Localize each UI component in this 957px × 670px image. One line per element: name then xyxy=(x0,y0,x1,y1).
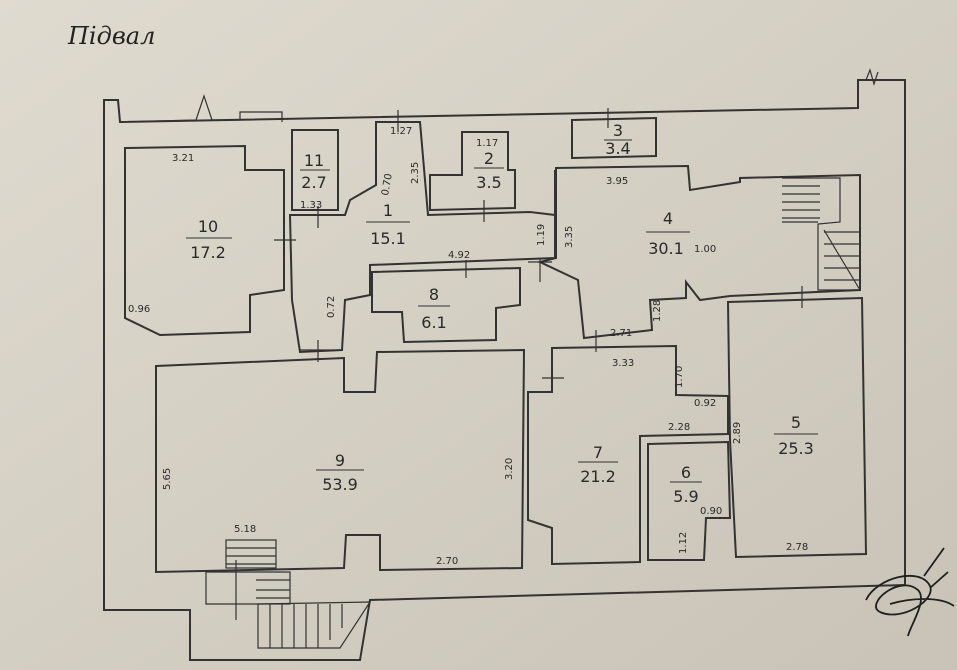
dim-1-12: 1.12 xyxy=(678,532,689,554)
dim-1-00: 1.00 xyxy=(694,244,716,255)
dim-0-72: 0.72 xyxy=(326,296,337,318)
door-marks xyxy=(274,108,803,388)
room-3-area: 3.4 xyxy=(605,139,630,158)
room-5-number: 5 xyxy=(791,413,801,432)
room-1-number: 1 xyxy=(383,201,393,220)
break-mark xyxy=(865,68,879,87)
room-10-number: 10 xyxy=(198,217,218,236)
dim-5-65: 5.65 xyxy=(162,468,173,490)
room-11-area: 2.7 xyxy=(301,173,326,192)
room-1-area: 15.1 xyxy=(370,229,406,248)
dim-5-18: 5.18 xyxy=(234,524,256,535)
dim-3-20: 3.20 xyxy=(504,458,515,480)
room-8-number: 8 xyxy=(429,285,439,304)
dim-1-17: 1.17 xyxy=(476,138,498,149)
room-6-outline xyxy=(647,440,732,561)
dim-4-92: 4.92 xyxy=(448,250,470,261)
dim-3-21: 3.21 xyxy=(172,153,194,164)
dim-1-70: 1.70 xyxy=(674,366,685,388)
dim-0-90: 0.90 xyxy=(700,506,722,517)
room-5-area: 25.3 xyxy=(778,439,814,458)
dim-2-89: 2.89 xyxy=(732,422,743,444)
room-11-number: 11 xyxy=(304,151,324,170)
dim-0-96: 0.96 xyxy=(128,304,150,315)
room-9-area: 53.9 xyxy=(322,475,358,494)
room-4-number: 4 xyxy=(663,209,673,228)
signature xyxy=(865,547,955,637)
room-4-outline xyxy=(537,164,861,340)
dimension-labels: 3.21 1.33 0.96 1.27 0.70 2.35 1.17 3.95 … xyxy=(128,126,808,567)
room-8-outline xyxy=(371,266,521,344)
stairs-top-right xyxy=(782,177,861,291)
room-9-number: 9 xyxy=(335,451,345,470)
room-7-number: 7 xyxy=(593,443,603,462)
dim-2-78: 2.78 xyxy=(786,542,808,553)
dim-2-70: 2.70 xyxy=(436,556,458,567)
room-8-area: 6.1 xyxy=(421,313,446,332)
plan-title: Підвал xyxy=(67,22,155,50)
room-6-number: 6 xyxy=(681,463,691,482)
dim-1-28: 1.28 xyxy=(652,300,663,322)
room-3-number: 3 xyxy=(613,121,623,140)
stairs-bottom-entrance xyxy=(205,539,372,649)
room-7-outline xyxy=(527,344,729,566)
room-10-area: 17.2 xyxy=(190,243,226,262)
dim-1-27: 1.27 xyxy=(390,126,412,137)
dim-2-71: 2.71 xyxy=(610,328,632,339)
north-wall-detail xyxy=(119,94,283,123)
dim-2-35: 2.35 xyxy=(410,162,421,184)
dim-0-70: 0.70 xyxy=(380,173,395,197)
dim-3-95: 3.95 xyxy=(606,176,628,187)
dim-2-28: 2.28 xyxy=(668,422,690,433)
room-1-outline xyxy=(288,121,556,354)
room-9-outline xyxy=(155,348,526,574)
dim-1-19: 1.19 xyxy=(536,224,547,246)
room-6-area: 5.9 xyxy=(673,487,698,506)
dim-0-92: 0.92 xyxy=(694,398,716,409)
room-2-outline xyxy=(429,131,516,212)
room-10-outline xyxy=(124,144,285,337)
room-2-area: 3.5 xyxy=(476,173,501,192)
room-11-outline xyxy=(291,129,339,211)
dim-3-33: 3.33 xyxy=(612,358,634,369)
room-7-area: 21.2 xyxy=(580,467,616,486)
room-labels: 10 17.2 11 2.7 1 15.1 2 3.5 3 3.4 4 30.1… xyxy=(186,121,818,506)
room-3-outline xyxy=(571,116,657,160)
room-5-outline xyxy=(726,296,868,559)
dim-1-33: 1.33 xyxy=(300,200,322,211)
dim-3-35: 3.35 xyxy=(564,226,575,248)
room-2-number: 2 xyxy=(484,149,494,168)
room-4-area: 30.1 xyxy=(648,239,684,258)
